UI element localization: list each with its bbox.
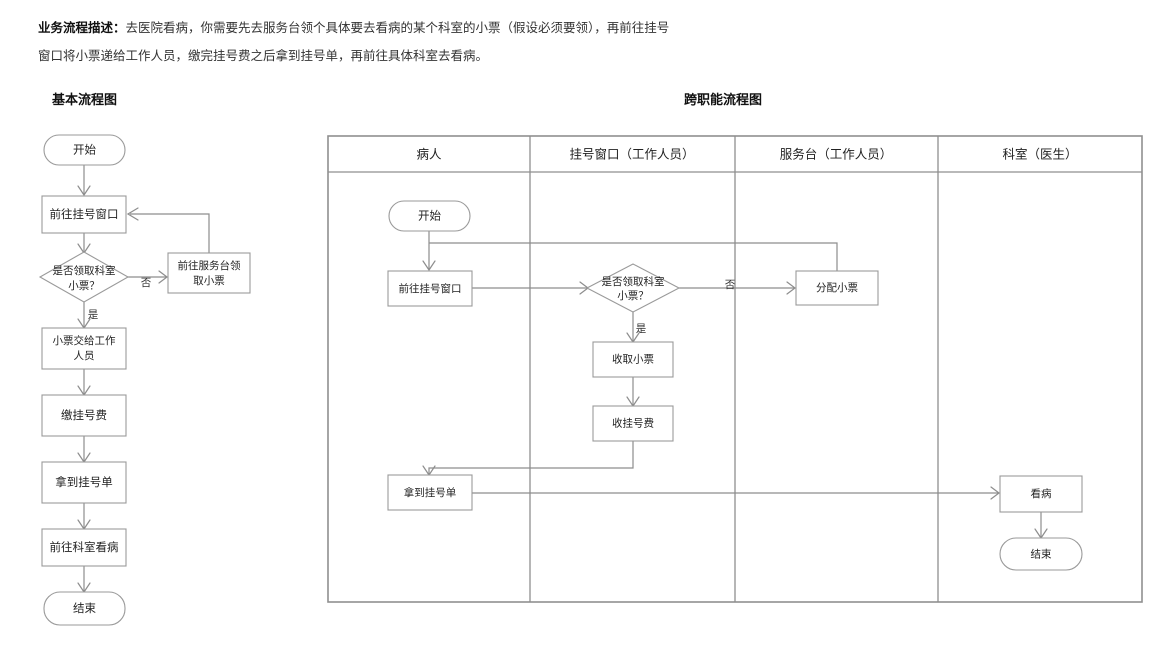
basic-node-goto-window[interactable]: 前往挂号窗口 (41, 195, 127, 234)
cross-node-start[interactable]: 开始 (388, 200, 471, 232)
cross-edge-label-no: 否 (725, 279, 736, 291)
basic-node-hand-ticket-line1: 小票交给工作 (53, 334, 116, 347)
basic-flowchart: 开始 前往挂号窗口 是否领取科室 小票？ 否 是 前往服务台领 取小票 (38, 134, 251, 626)
basic-node-decision-line2: 小票？ (68, 280, 100, 292)
basic-node-end-label: 结束 (73, 602, 96, 615)
cross-node-assign-ticket[interactable]: 分配小票 (795, 270, 879, 306)
basic-node-get-ticket[interactable]: 前往服务台领 取小票 (167, 252, 251, 294)
cross-node-decision-line2: 小票？ (617, 290, 649, 302)
basic-node-get-ticket-line2: 取小票 (193, 275, 225, 287)
basic-node-hand-ticket[interactable]: 小票交给工作 人员 (41, 327, 127, 370)
cross-node-collect-ticket-label: 收取小票 (612, 352, 654, 365)
cross-edge-label-yes: 是 (636, 323, 647, 335)
cross-node-collect-ticket[interactable]: 收取小票 (592, 341, 674, 378)
cross-node-get-slip-label: 拿到挂号单 (404, 486, 457, 499)
swimlane-header-patient: 病人 (416, 146, 442, 161)
basic-node-start[interactable]: 开始 (43, 134, 126, 166)
basic-node-decision-line1: 是否领取科室 (53, 264, 116, 277)
basic-node-goto-window-label: 前往挂号窗口 (50, 207, 119, 221)
cross-node-end[interactable]: 结束 (999, 537, 1083, 571)
basic-node-hand-ticket-line2: 人员 (74, 350, 95, 362)
cross-node-goto-window[interactable]: 前往挂号窗口 (387, 270, 473, 307)
basic-flowchart-title: 基本流程图 (52, 92, 118, 107)
cross-node-goto-window-label: 前往挂号窗口 (399, 282, 462, 295)
description-line-2: 窗口将小票递给工作人员，缴完挂号费之后拿到挂号单，再前往具体科室去看病。 (38, 49, 489, 63)
cross-node-decision[interactable]: 是否领取科室 小票？ (585, 263, 681, 313)
cross-node-get-slip[interactable]: 拿到挂号单 (387, 474, 473, 511)
description-line-1: 去医院看病，你需要先去服务台领个具体要去看病的某个科室的小票（假设必须要领），再… (125, 21, 670, 35)
cross-node-assign-ticket-label: 分配小票 (816, 282, 858, 294)
description-label: 业务流程描述： (38, 21, 126, 35)
cross-node-see-doctor-label: 看病 (1031, 487, 1053, 500)
basic-node-end[interactable]: 结束 (43, 591, 126, 626)
cross-node-decision-line1: 是否领取科室 (602, 275, 665, 288)
basic-node-pay-fee[interactable]: 缴挂号费 (41, 394, 127, 437)
cross-connectors (422, 230, 1048, 540)
process-description: 业务流程描述：去医院看病，你需要先去服务台领个具体要去看病的某个科室的小票（假设… (38, 14, 1038, 70)
basic-edge-label-no: 否 (141, 277, 152, 289)
basic-node-get-slip[interactable]: 拿到挂号单 (41, 461, 127, 504)
basic-node-goto-dept[interactable]: 前往科室看病 (41, 528, 127, 567)
swimlane-header-department: 科室（医生） (1002, 146, 1077, 161)
swimlane-header-registration: 挂号窗口（工作人员） (569, 147, 694, 161)
cross-functional-flowchart: 病人 挂号窗口（工作人员） 服务台（工作人员） 科室（医生） (327, 135, 1143, 603)
cross-functional-flowchart-title: 跨职能流程图 (684, 92, 763, 107)
basic-node-pay-fee-label: 缴挂号费 (61, 408, 107, 422)
swimlane-header-service-desk: 服务台（工作人员） (780, 146, 893, 161)
cross-node-end-label: 结束 (1031, 547, 1053, 560)
basic-node-decision[interactable]: 是否领取科室 小票？ (38, 251, 130, 303)
cross-node-collect-fee[interactable]: 收挂号费 (592, 405, 674, 442)
cross-node-see-doctor[interactable]: 看病 (999, 475, 1083, 513)
cross-node-start-label: 开始 (418, 209, 441, 223)
basic-node-goto-dept-label: 前往科室看病 (50, 540, 119, 554)
basic-node-get-slip-label: 拿到挂号单 (55, 475, 113, 489)
basic-node-get-ticket-line1: 前往服务台领 (178, 259, 241, 272)
cross-node-collect-fee-label: 收挂号费 (612, 416, 654, 429)
basic-node-start-label: 开始 (73, 143, 96, 157)
basic-edge-label-yes: 是 (88, 309, 99, 321)
